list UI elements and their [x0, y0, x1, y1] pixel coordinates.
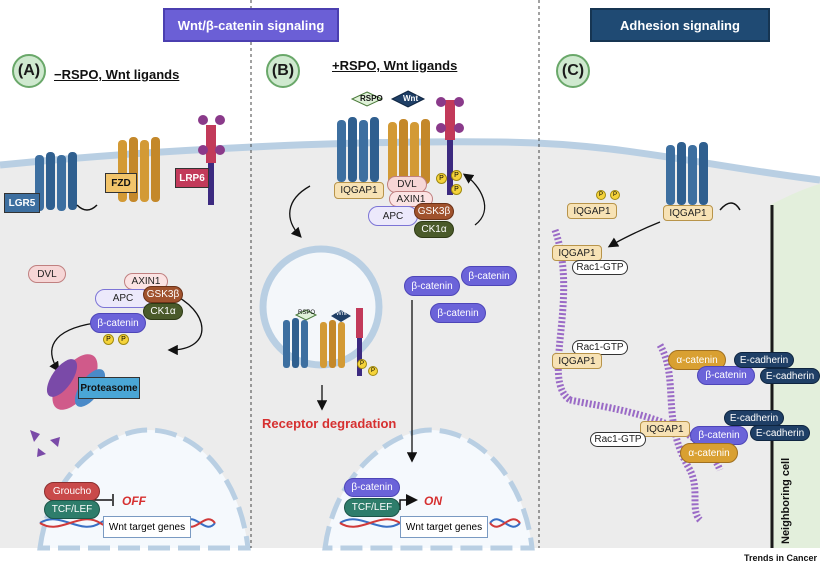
iqgap1-c4: IQGAP1 — [552, 353, 602, 369]
rspo-ligand — [350, 91, 384, 107]
iqgap1-c5: IQGAP1 — [640, 421, 690, 437]
panel-label-c: (C) — [556, 54, 590, 88]
phospho-b3: P — [451, 184, 462, 195]
ecadherin-c2: E-cadherin — [760, 368, 820, 384]
target-genes-a: Wnt target genes — [103, 516, 191, 538]
phospho-b1: P — [436, 173, 447, 184]
panel-label-a: (A) — [12, 54, 46, 88]
bcatenin-b3: β-catenin — [430, 303, 486, 323]
lrp6-receptor-b — [436, 97, 464, 195]
off-label: OFF — [122, 494, 146, 508]
gsk3b-a: GSK3β — [143, 286, 183, 303]
phospho-a2: P — [118, 334, 129, 345]
phospho-b2: P — [451, 170, 462, 181]
wnt-small: Wnt — [336, 311, 347, 317]
arrow-iqgap-c — [607, 221, 661, 248]
lrp6-receptor — [198, 115, 225, 205]
dvl-a: DVL — [28, 265, 66, 283]
target-genes-b: Wnt target genes — [400, 516, 488, 538]
ck1a-b: CK1α — [414, 221, 454, 238]
wnt-label: Wnt — [403, 94, 419, 103]
on-promoter — [399, 494, 418, 510]
fzd-receptor-b — [388, 119, 430, 184]
proteasome-label: Proteasome — [78, 377, 140, 399]
phospho-a1: P — [103, 334, 114, 345]
panel-label-b: (B) — [266, 54, 300, 88]
phospho-c2: P — [610, 190, 620, 200]
lrp6-label: LRP6 — [175, 168, 209, 188]
degraded-fragments — [30, 430, 60, 457]
wnt-ligand — [390, 90, 426, 108]
tcf-lef-a: TCF/LEF — [44, 500, 100, 519]
arrow-recycle-b — [462, 173, 486, 226]
rspo-small: RSPO — [298, 310, 316, 316]
acatenin-c2: α-catenin — [680, 443, 738, 463]
bcatenin-a: β-catenin — [90, 313, 146, 333]
footer-credit: Trends in Cancer — [744, 553, 818, 563]
neighboring-cell-area — [770, 184, 820, 548]
ecadherin-c1: E-cadherin — [734, 352, 794, 368]
tcf-lef-b: TCF/LEF — [344, 498, 400, 517]
bcatenin-c1: β-catenin — [697, 366, 755, 385]
ecadherin-c4: E-cadherin — [750, 425, 810, 441]
receptor-c — [666, 142, 741, 211]
fzd-label: FZD — [105, 173, 137, 193]
acatenin-c1: α-catenin — [668, 350, 726, 370]
bcatenin-b1: β-catenin — [404, 276, 460, 296]
phospho-c1: P — [596, 190, 606, 200]
lgr5-label: LGR5 — [4, 193, 40, 213]
neighboring-cell-label: Neighboring cell — [780, 457, 792, 544]
gsk3b-b: GSK3β — [414, 203, 454, 220]
rac1-c1: Rac1-GTP — [572, 260, 628, 275]
bcatenin-nucleus: β-catenin — [344, 478, 400, 497]
groucho: Groucho — [44, 482, 100, 501]
rac1-c3: Rac1-GTP — [590, 432, 646, 447]
ck1a-a: CK1α — [143, 303, 183, 320]
internalized-receptors — [283, 308, 363, 376]
on-label: ON — [424, 494, 442, 508]
iqgap1-c3: IQGAP1 — [552, 245, 602, 261]
iqgap1-b: IQGAP1 — [334, 182, 384, 199]
iqgap1-c1: IQGAP1 — [567, 203, 617, 219]
phospho-b5: P — [368, 366, 378, 376]
iqgap1-c2: IQGAP1 — [663, 205, 713, 221]
bcatenin-b2: β-catenin — [461, 266, 517, 286]
arrow-to-proteasome — [49, 322, 96, 373]
header-wnt: Wnt/β-catenin signaling — [163, 8, 339, 42]
apc-b: APC — [368, 206, 418, 226]
panel-a-title: −RSPO, Wnt ligands — [54, 67, 180, 82]
header-adhesion: Adhesion signaling — [590, 8, 770, 42]
phospho-b4: P — [357, 359, 367, 369]
degradation-label: Receptor degradation — [262, 416, 397, 431]
lgr5-receptor-b — [337, 117, 379, 182]
arrow-to-endosome — [289, 185, 311, 238]
arrow-recycle-a — [167, 292, 203, 356]
rspo-label: RSPO — [360, 94, 383, 103]
panel-b-title: +RSPO, Wnt ligands — [332, 58, 458, 73]
ecadherin-c3: E-cadherin — [724, 410, 784, 426]
